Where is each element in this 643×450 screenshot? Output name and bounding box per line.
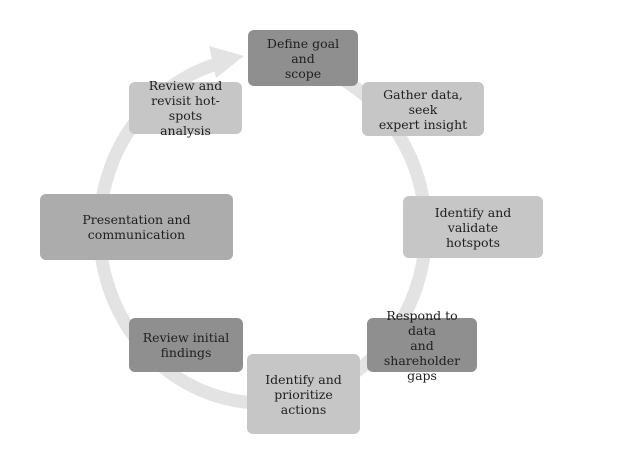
step-respond-gaps: Respond to data and shareholder gaps: [367, 308, 477, 383]
step-identify-hotspots: Identify and validate hotspots: [403, 196, 543, 258]
step-gather-data: Gather data, seek expert insight: [362, 82, 484, 136]
step-prioritize-actions-label: Identify and prioritize actions: [265, 371, 342, 417]
cycle-arrowhead: [209, 46, 244, 78]
step-prioritize-actions: Identify and prioritize actions: [247, 354, 360, 434]
step-define-goal-label: Define goal and scope: [266, 35, 340, 81]
step-presentation-label: Presentation and communication: [82, 212, 191, 242]
step-identify-hotspots-label: Identify and validate hotspots: [434, 204, 512, 250]
step-gather-data-label: Gather data, seek expert insight: [378, 86, 468, 132]
step-review-revisit: Review and revisit hot-spots analysis: [129, 78, 242, 138]
step-presentation: Presentation and communication: [40, 194, 233, 260]
step-define-goal: Define goal and scope: [248, 30, 358, 86]
step-review-findings: Review initial findings: [129, 318, 243, 372]
step-review-findings-label: Review initial findings: [142, 330, 230, 360]
step-respond-gaps-label: Respond to data and shareholder gaps: [383, 307, 461, 383]
step-review-revisit-label: Review and revisit hot-spots analysis: [148, 78, 223, 138]
